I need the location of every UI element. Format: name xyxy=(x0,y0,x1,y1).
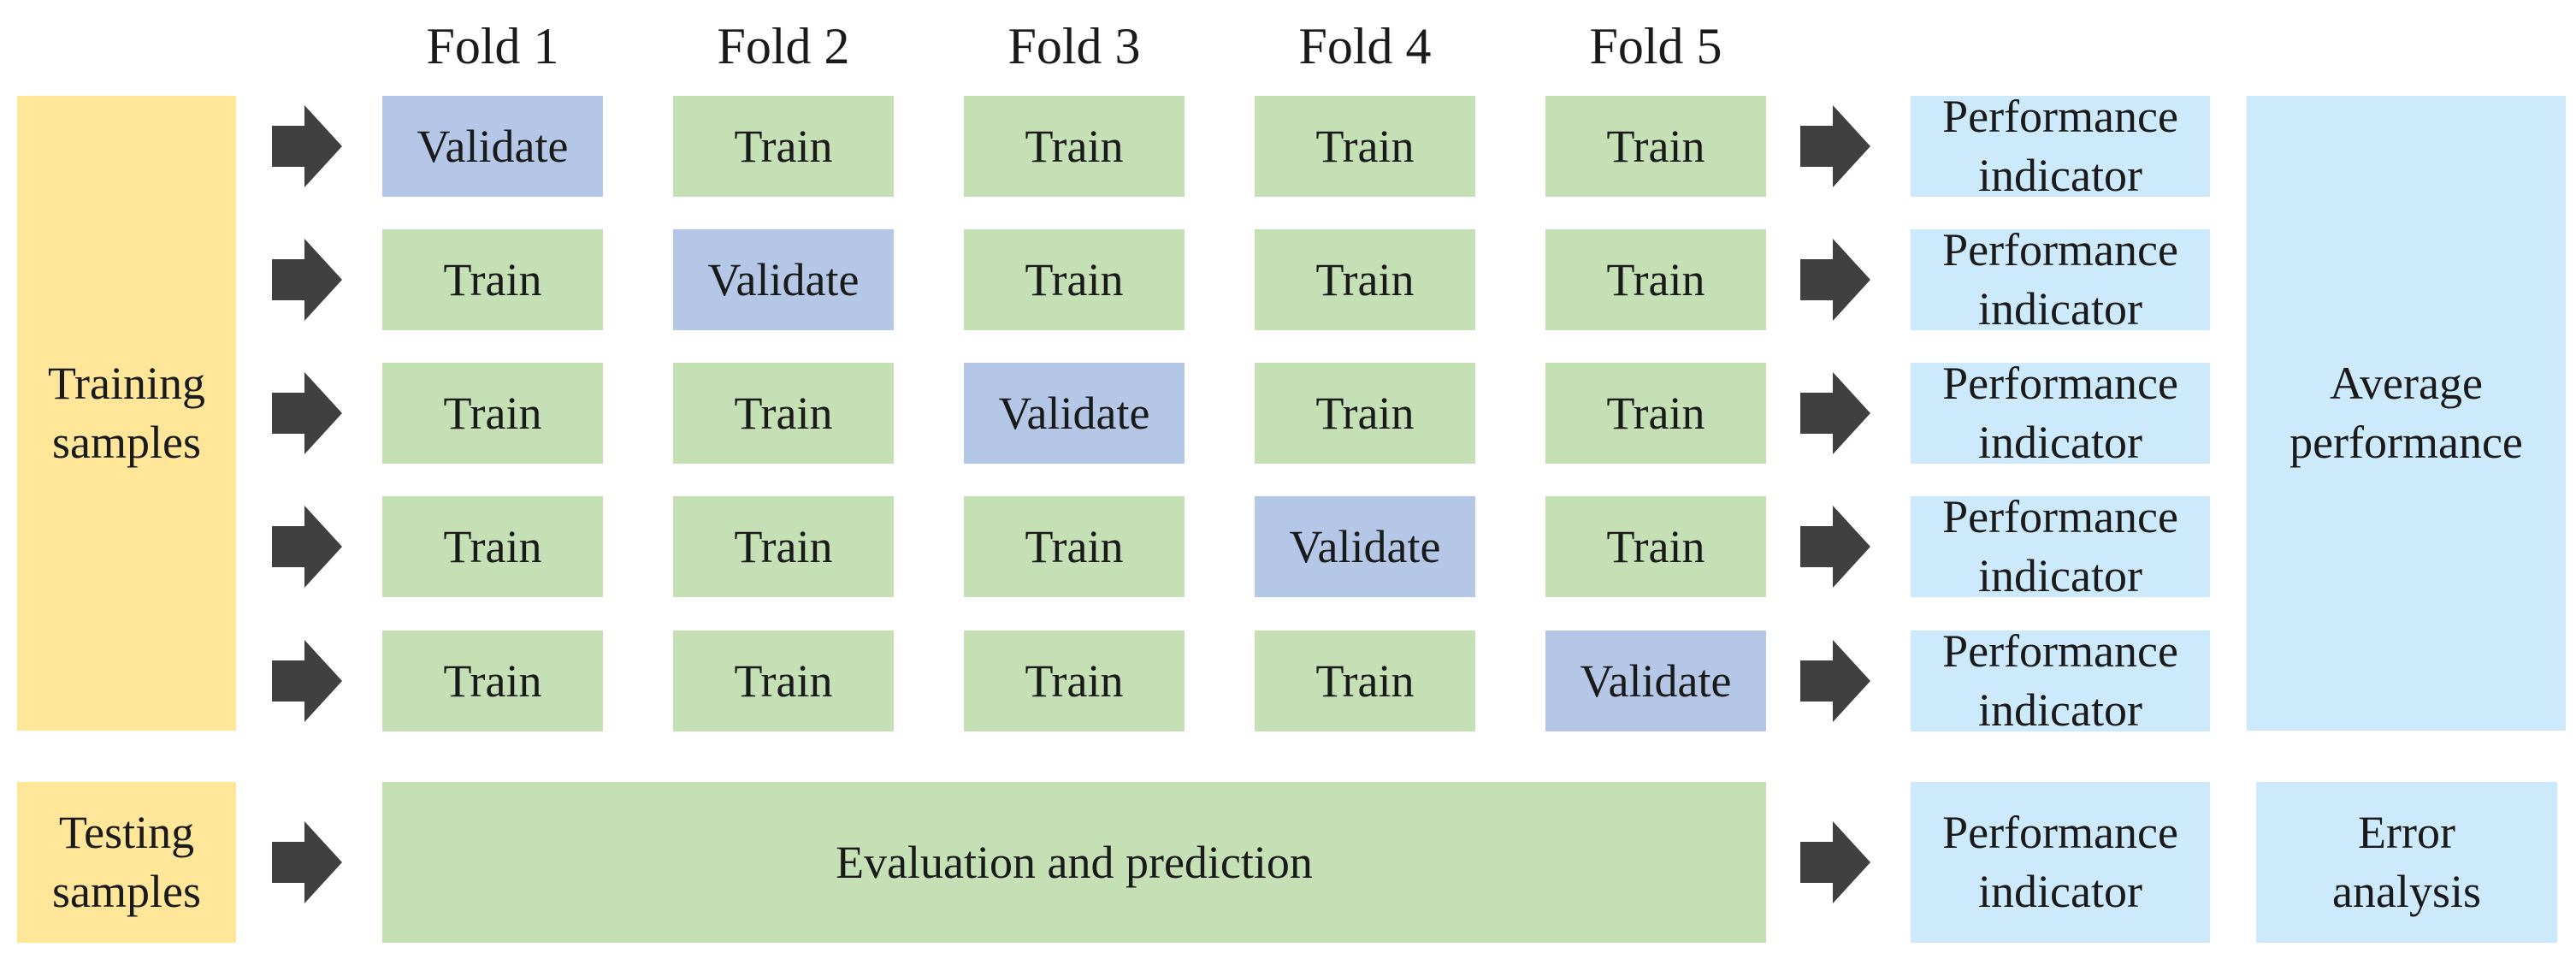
performance-indicator-box: Performance indicator xyxy=(1911,491,2210,601)
performance-indicator-line-1: Performance xyxy=(1942,358,2178,410)
fold-header-3: Fold 3 xyxy=(1007,17,1141,74)
performance-indicator-line-2: indicator xyxy=(1978,684,2142,736)
train-cell: Train xyxy=(1255,229,1475,330)
performance-indicator-line-2: indicator xyxy=(1978,550,2142,601)
validate-cell: Validate xyxy=(1255,496,1475,597)
arrow-right-icon xyxy=(1800,640,1870,722)
train-cell: Train xyxy=(1545,229,1766,330)
fold-header-1: Fold 1 xyxy=(426,17,559,74)
arrow-right-icon xyxy=(272,821,342,903)
average-performance-line-1: Average xyxy=(2330,358,2483,410)
test-performance-indicator-box: Performance indicator xyxy=(1911,782,2210,943)
validate-cell: Validate xyxy=(382,96,603,197)
arrow-right-icon xyxy=(272,239,342,321)
performance-indicator-box: Performance indicator xyxy=(1911,625,2210,736)
test-performance-indicator-line-1: Performance xyxy=(1942,807,2178,859)
training-samples-box: Training samples xyxy=(17,96,236,731)
train-cell: Train xyxy=(673,363,894,464)
error-analysis-line-2: analysis xyxy=(2332,866,2481,917)
performance-indicator-line-1: Performance xyxy=(1942,491,2178,543)
train-cell: Train xyxy=(1545,96,1766,197)
arrow-right-icon xyxy=(1800,239,1870,321)
fold-header-5: Fold 5 xyxy=(1589,17,1722,74)
train-cell: Train xyxy=(673,496,894,597)
arrow-right-icon xyxy=(1800,506,1870,588)
train-cell: Train xyxy=(382,229,603,330)
arrow-right-icon xyxy=(1800,372,1870,454)
train-cell: Train xyxy=(382,496,603,597)
performance-indicator-line-2: indicator xyxy=(1978,417,2142,468)
performance-indicator-line-2: indicator xyxy=(1978,283,2142,335)
arrow-right-icon xyxy=(1800,821,1870,903)
performance-indicator-box: Performance indicator xyxy=(1911,91,2210,201)
arrow-right-icon xyxy=(272,506,342,588)
train-cell: Train xyxy=(382,363,603,464)
performance-indicator-line-1: Performance xyxy=(1942,91,2178,143)
testing-samples-box: Testing samples xyxy=(17,782,236,943)
train-cell: Train xyxy=(1545,363,1766,464)
train-cell: Train xyxy=(1255,631,1475,731)
testing-samples-line-2: samples xyxy=(52,866,201,917)
error-analysis-box: Error analysis xyxy=(2256,782,2557,943)
train-cell: Train xyxy=(1255,96,1475,197)
train-cell: Train xyxy=(964,96,1185,197)
average-performance-line-2: performance xyxy=(2289,417,2523,468)
validate-cell: Validate xyxy=(673,229,894,330)
arrow-right-icon xyxy=(272,372,342,454)
fold-header-2: Fold 2 xyxy=(717,17,850,74)
evaluation-prediction-label: Evaluation and prediction xyxy=(836,836,1313,888)
train-cell: Train xyxy=(964,631,1185,731)
arrow-right-icon xyxy=(272,640,342,722)
arrow-right-icon xyxy=(272,105,342,187)
train-cell: Train xyxy=(1545,496,1766,597)
evaluation-prediction-box: Evaluation and prediction xyxy=(382,782,1766,943)
training-samples-line-1: Training xyxy=(47,358,206,410)
error-analysis-line-1: Error xyxy=(2358,807,2455,859)
training-samples-line-2: samples xyxy=(52,417,201,468)
average-performance-box: Average performance xyxy=(2247,96,2566,731)
validate-cell: Validate xyxy=(964,363,1185,464)
train-cell: Train xyxy=(1255,363,1475,464)
performance-indicator-box: Performance indicator xyxy=(1911,358,2210,468)
validate-cell: Validate xyxy=(1545,631,1766,731)
train-cell: Train xyxy=(964,496,1185,597)
train-cell: Train xyxy=(673,631,894,731)
performance-indicator-line-1: Performance xyxy=(1942,224,2178,276)
train-cell: Train xyxy=(382,631,603,731)
test-performance-indicator-line-2: indicator xyxy=(1978,866,2142,917)
performance-indicator-line-2: indicator xyxy=(1978,150,2142,201)
performance-indicator-line-1: Performance xyxy=(1942,625,2178,678)
train-cell: Train xyxy=(964,229,1185,330)
testing-samples-line-1: Testing xyxy=(58,807,195,859)
train-cell: Train xyxy=(673,96,894,197)
arrow-right-icon xyxy=(1800,105,1870,187)
fold-header-4: Fold 4 xyxy=(1298,17,1432,74)
performance-indicator-box: Performance indicator xyxy=(1911,224,2210,335)
